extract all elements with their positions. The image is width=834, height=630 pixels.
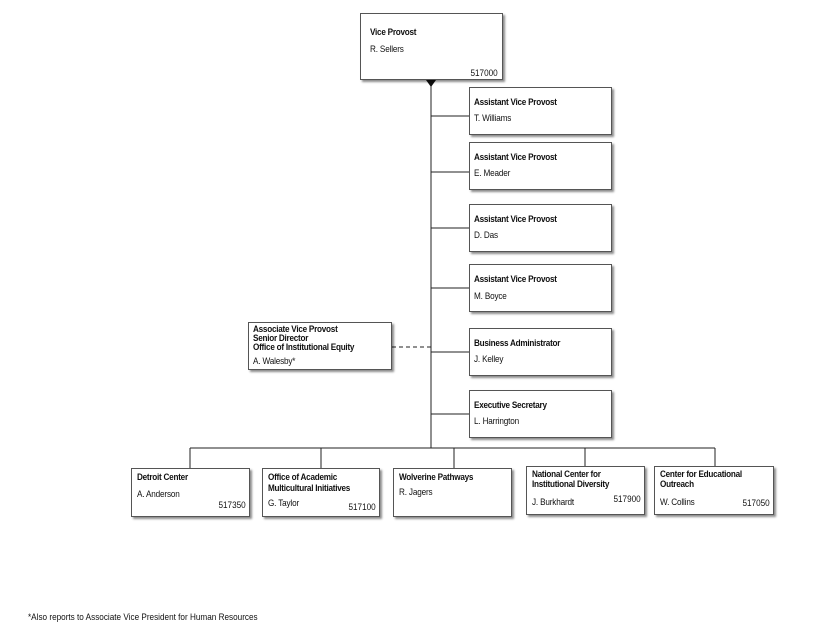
staff-box: Assistant Vice Provost D. Das — [469, 204, 612, 252]
box-code: 517050 — [742, 498, 770, 509]
box-name: W. Collins — [660, 497, 695, 508]
staff-box: Assistant Vice Provost E. Meader — [469, 142, 612, 190]
box-title-line1: National Center for — [532, 469, 601, 480]
box-name: R. Sellers — [370, 44, 404, 55]
unit-box-national-center: National Center for Institutional Divers… — [526, 466, 645, 515]
box-name: G. Taylor — [268, 498, 300, 509]
box-title: Assistant Vice Provost — [474, 274, 557, 285]
box-name: J. Kelley — [474, 354, 504, 365]
box-code: 517000 — [470, 68, 498, 79]
staff-box: Executive Secretary L. Harrington — [469, 390, 612, 438]
box-title-line2: Senior Director — [253, 333, 309, 344]
box-title: Assistant Vice Provost — [474, 97, 557, 108]
staff-box: Assistant Vice Provost T. Williams — [469, 87, 612, 135]
box-title-line1: Wolverine Pathways — [399, 472, 474, 483]
box-title-line2: Outreach — [660, 479, 694, 490]
box-name: D. Das — [474, 230, 498, 241]
box-title-line3: Office of Institutional Equity — [253, 342, 355, 353]
institutional-equity-box: Associate Vice Provost Senior Director O… — [248, 322, 392, 370]
unit-box-academic-multicultural: Office of Academic Multicultural Initiat… — [262, 468, 380, 517]
box-name: L. Harrington — [474, 416, 520, 427]
box-title: Executive Secretary — [474, 400, 547, 411]
box-name: A. Walesby* — [253, 356, 296, 367]
box-title: Business Administrator — [474, 338, 561, 349]
box-name: A. Anderson — [137, 489, 180, 500]
arrow-down-icon — [426, 80, 436, 87]
box-name: M. Boyce — [474, 291, 507, 302]
box-title: Vice Provost — [370, 27, 417, 38]
box-title: Assistant Vice Provost — [474, 214, 557, 225]
vice-provost-box: Vice Provost R. Sellers 517000 — [360, 13, 503, 80]
box-name: J. Burkhardt — [532, 497, 574, 508]
box-title-line1: Associate Vice Provost — [253, 324, 338, 335]
unit-box-educational-outreach: Center for Educational Outreach W. Colli… — [654, 466, 774, 515]
box-code: 517900 — [613, 494, 641, 505]
box-name: T. Williams — [474, 113, 512, 124]
box-title-line2: Institutional Diversity — [532, 479, 610, 490]
unit-box-detroit-center: Detroit Center A. Anderson 517350 — [131, 468, 250, 517]
box-title-line1: Office of Academic — [268, 472, 338, 483]
unit-box-wolverine-pathways: Wolverine Pathways R. Jagers — [393, 468, 512, 517]
box-title-line1: Center for Educational — [660, 469, 742, 480]
staff-box: Assistant Vice Provost M. Boyce — [469, 264, 612, 312]
box-name: R. Jagers — [399, 487, 433, 498]
box-title-line2: Multicultural Initiatives — [268, 483, 351, 494]
staff-box: Business Administrator J. Kelley — [469, 328, 612, 376]
box-title-line1: Detroit Center — [137, 472, 188, 483]
footnote: *Also reports to Associate Vice Presiden… — [28, 612, 258, 623]
box-code: 517100 — [348, 502, 376, 513]
box-name: E. Meader — [474, 168, 511, 179]
box-code: 517350 — [218, 500, 246, 511]
box-title: Assistant Vice Provost — [474, 152, 557, 163]
